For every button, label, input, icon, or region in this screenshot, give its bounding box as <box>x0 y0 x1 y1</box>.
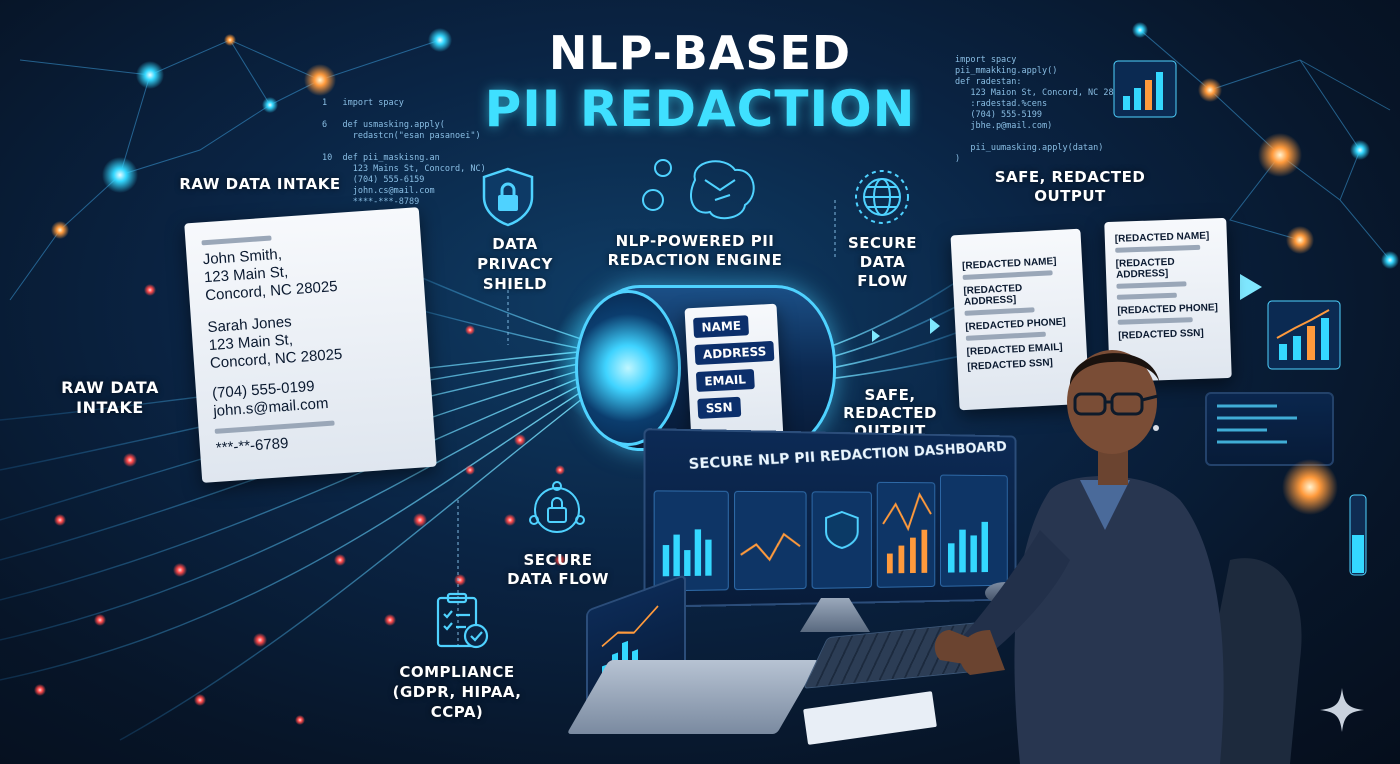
code-snippet-left: 1 import spacy 6 def usmasking.apply( re… <box>322 98 486 207</box>
raw-data-document: John Smith, 123 Main St, Concord, NC 280… <box>184 207 437 483</box>
engine-tag-address: ADDRESS <box>694 340 775 366</box>
redacted-2-phone: [REDACTED PHONE] <box>1117 302 1219 317</box>
redacted-1-address: [REDACTED ADDRESS] <box>963 282 1023 308</box>
redacted-2-name: [REDACTED NAME] <box>1114 230 1210 245</box>
dashboard-monitor: SECURE NLP PII REDACTION DASHBOARD <box>643 428 1017 608</box>
page-title: NLP-BASED <box>548 26 852 80</box>
analyst-person <box>934 350 1302 764</box>
engine-tag-ssn: SSN <box>697 396 742 419</box>
bar-chart-panel-top <box>1113 60 1177 118</box>
raw-intake-label-left: RAW DATA INTAKE <box>61 378 159 417</box>
globe-lock-icon <box>855 170 909 224</box>
dashboard-charts <box>646 430 1013 603</box>
engine-document: NAME ADDRESS EMAIL SSN <box>684 303 784 444</box>
raw-intake-label-top: RAW DATA INTAKE <box>179 175 341 193</box>
clipboard-check-icon <box>436 592 489 649</box>
raw-person2: Sarah Jones 123 Main St, Concord, NC 280… <box>207 305 413 373</box>
page-subtitle: PII REDACTION <box>484 80 916 138</box>
engine-tag-email: EMAIL <box>695 368 755 392</box>
sparkle-icon <box>1320 688 1364 732</box>
redacted-1-name: [REDACTED NAME] <box>961 256 1057 272</box>
code-snippet-right: import spacy pii_mmakking.apply() def ra… <box>955 55 1129 164</box>
compliance-label: COMPLIANCE (GDPR, HIPAA, CCPA) <box>392 663 522 721</box>
safe-output-label-top: SAFE, REDACTED OUTPUT <box>994 168 1146 205</box>
shield-lock-icon <box>482 167 534 227</box>
engine-gear-face <box>575 290 681 446</box>
network-lock-icon <box>529 481 585 533</box>
engine-tag-name: NAME <box>693 315 750 339</box>
secure-flow-label-bottom: SECURE DATA FLOW <box>507 551 609 588</box>
redacted-2-address: [REDACTED ADDRESS] <box>1115 256 1175 281</box>
side-panel-code <box>1205 392 1334 466</box>
bar-chart-panel-right <box>1267 300 1341 370</box>
raw-person1: John Smith, 123 Main St, Concord, NC 280… <box>202 237 408 305</box>
laptop-base <box>566 660 820 734</box>
side-panel-lines <box>1217 404 1297 444</box>
glowing-orb-device <box>1282 459 1367 576</box>
secure-flow-label-top: SECURE DATA FLOW <box>847 234 918 290</box>
engine-label: NLP-POWERED PII REDACTION ENGINE <box>607 232 783 269</box>
brain-gears-icon <box>642 159 755 220</box>
privacy-shield-label: DATA PRIVACY SHIELD <box>477 235 553 293</box>
